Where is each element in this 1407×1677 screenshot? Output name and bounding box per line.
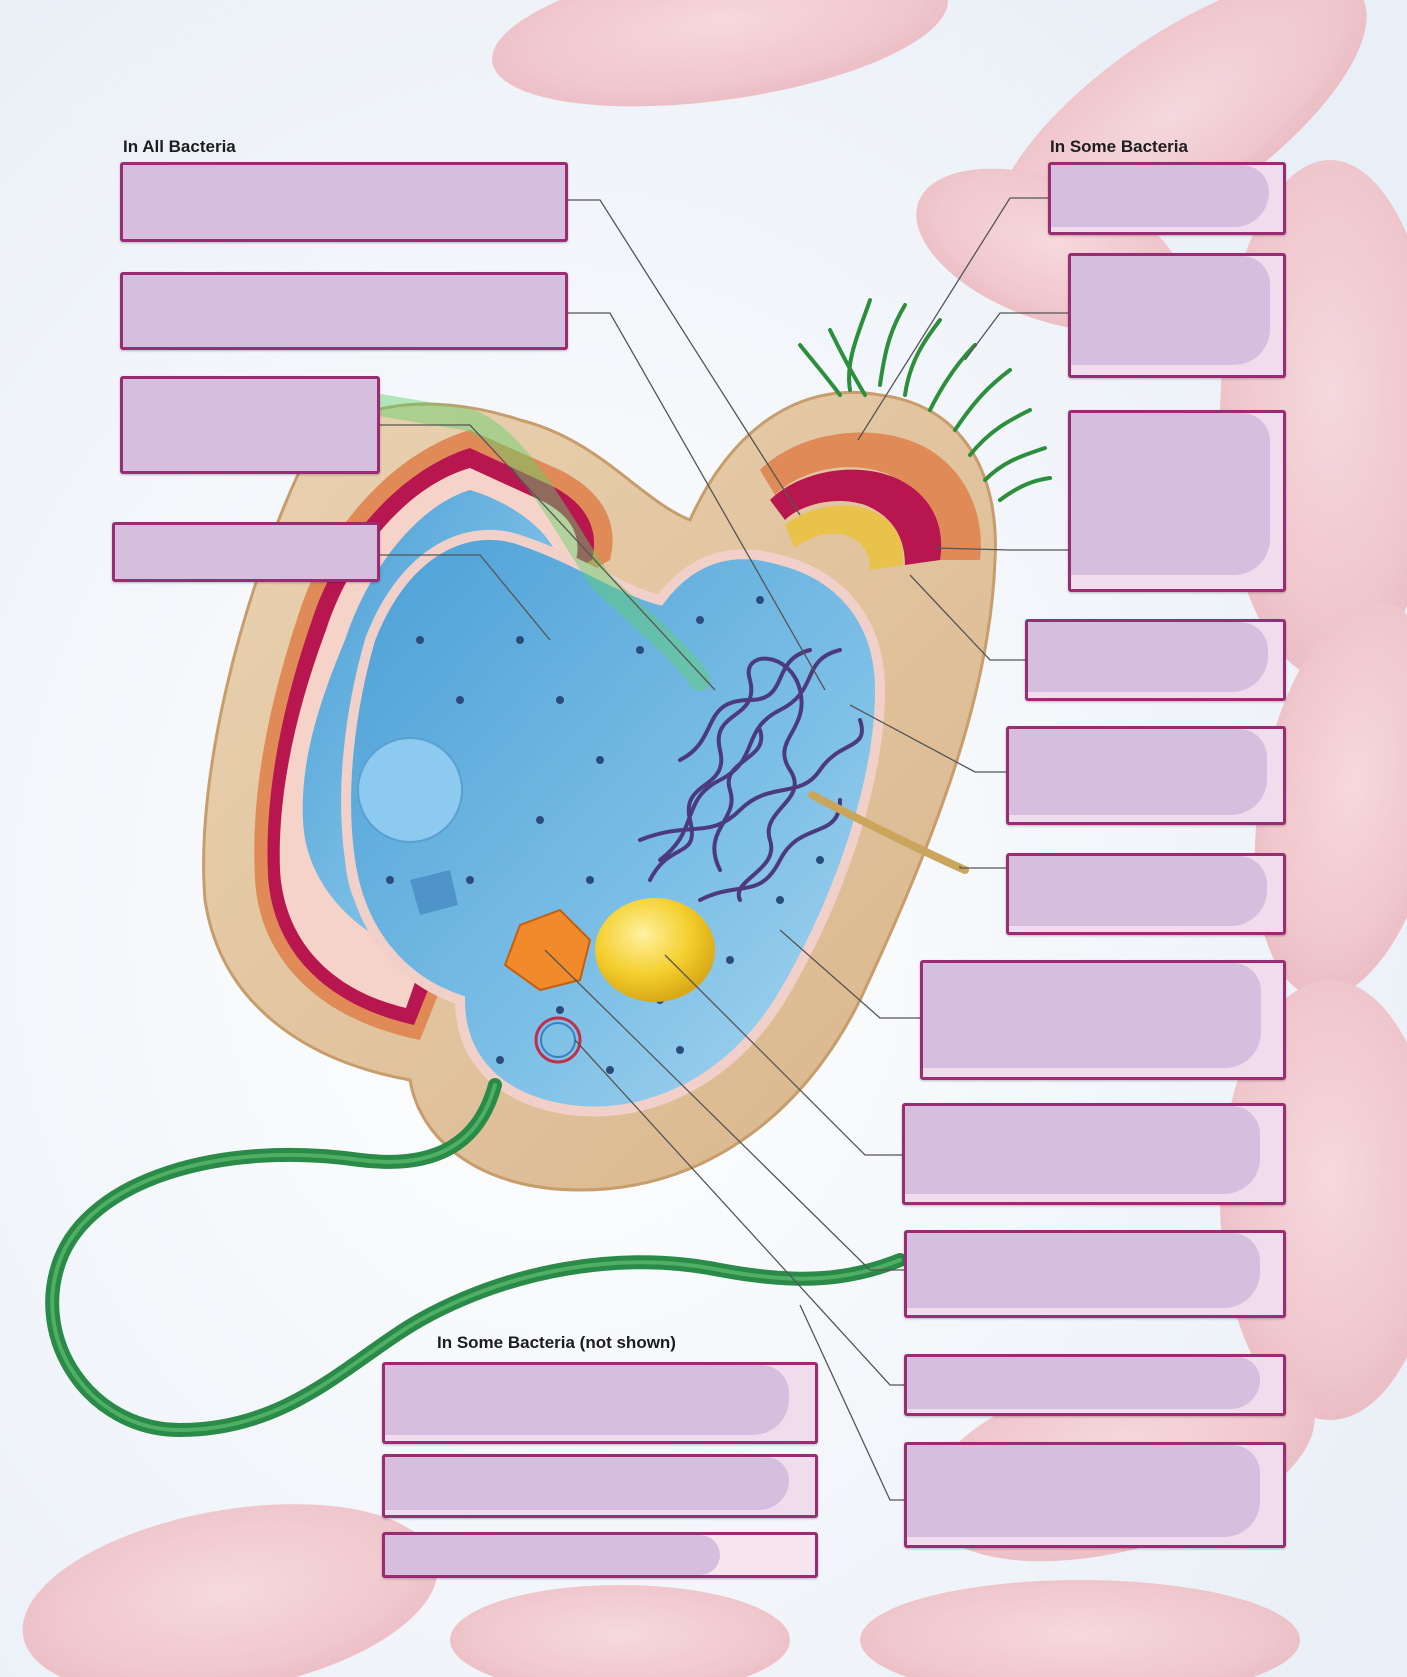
label-box-right-11[interactable] <box>904 1442 1286 1548</box>
label-box-bottom-3[interactable] <box>382 1532 818 1578</box>
label-text <box>1028 622 1268 692</box>
label-box-right-7[interactable] <box>920 960 1286 1080</box>
label-box-right-1[interactable] <box>1048 162 1286 235</box>
label-text <box>123 275 565 347</box>
label-text <box>123 165 565 239</box>
label-box-bottom-2[interactable] <box>382 1454 818 1518</box>
outer-membrane-top-right <box>770 469 942 565</box>
heading-in-some-bacteria-not-shown: In Some Bacteria (not shown) <box>437 1333 676 1352</box>
label-box-right-8[interactable] <box>902 1103 1286 1205</box>
heading-in-some-bacteria: In Some Bacteria <box>1050 137 1188 156</box>
label-box-right-4[interactable] <box>1025 619 1286 701</box>
label-box-left-3[interactable] <box>120 376 380 474</box>
storage-granule <box>357 737 463 843</box>
label-text <box>907 1357 1261 1409</box>
label-text <box>1051 165 1270 227</box>
label-text <box>123 379 377 471</box>
label-box-right-3[interactable] <box>1068 410 1286 592</box>
cell-membrane-top-right <box>785 505 903 570</box>
virus-particle <box>503 908 592 992</box>
nucleoid-dna <box>638 648 864 902</box>
inclusion-body <box>595 898 715 1002</box>
label-text <box>115 525 377 579</box>
label-text <box>905 1106 1261 1195</box>
label-box-bottom-1[interactable] <box>382 1362 818 1444</box>
label-text <box>1009 856 1267 926</box>
label-box-left-4[interactable] <box>112 522 380 582</box>
cell-wall-top-right <box>760 432 981 560</box>
label-box-right-9[interactable] <box>904 1230 1286 1318</box>
highlight-pointer-path <box>369 394 711 691</box>
flagellum-highlight <box>50 1083 902 1433</box>
cytoplasm <box>341 530 886 1117</box>
label-text <box>1071 256 1271 366</box>
label-text <box>1009 729 1267 815</box>
microcompartment <box>410 870 458 915</box>
label-text <box>385 1365 790 1435</box>
leader-lines <box>380 197 1068 1501</box>
heading-in-all-bacteria: In All Bacteria <box>123 137 236 156</box>
label-box-right-5[interactable] <box>1006 726 1286 825</box>
label-text <box>907 1445 1261 1537</box>
label-text <box>385 1535 721 1575</box>
label-text <box>923 963 1262 1068</box>
label-text <box>907 1233 1261 1309</box>
label-text <box>385 1457 790 1511</box>
label-box-right-10[interactable] <box>904 1354 1286 1416</box>
label-box-right-6[interactable] <box>1006 853 1286 935</box>
label-box-left-1[interactable] <box>120 162 568 242</box>
label-text <box>1071 413 1271 575</box>
label-box-right-2[interactable] <box>1068 253 1286 378</box>
pili <box>798 298 1052 502</box>
label-box-left-2[interactable] <box>120 272 568 350</box>
sex-pilus <box>808 791 969 874</box>
